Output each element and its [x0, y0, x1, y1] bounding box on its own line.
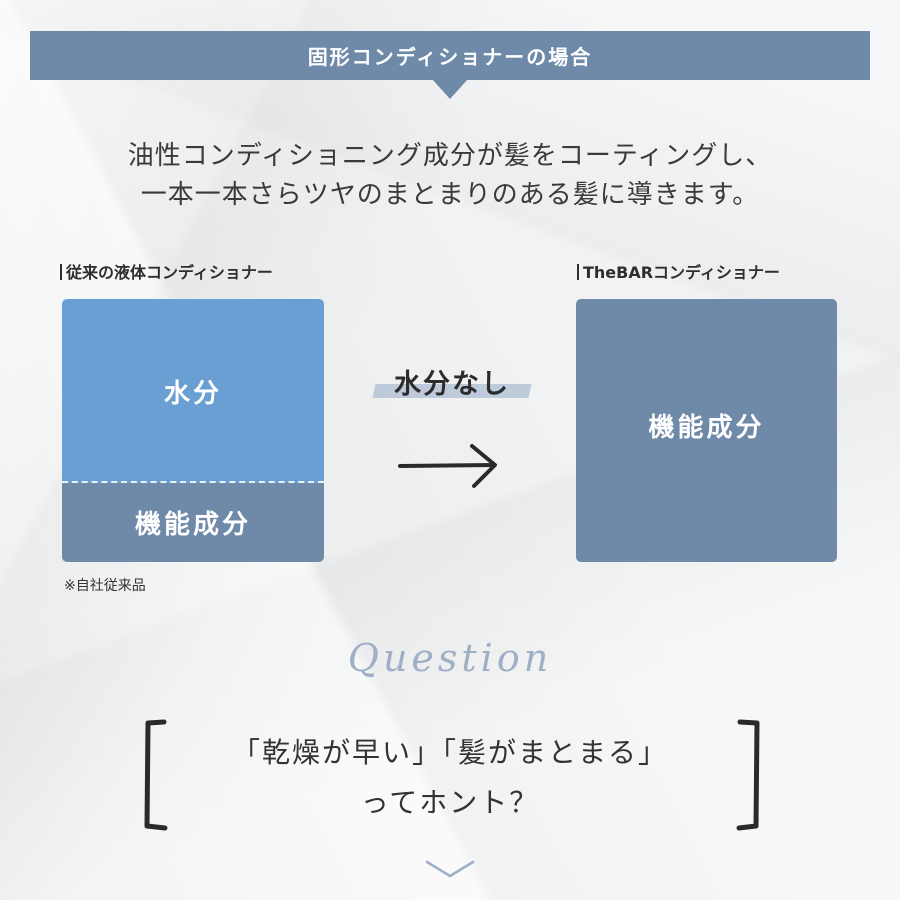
question-text: 「乾燥が早い」「髪がまとまる」 ってホント？ — [170, 728, 730, 828]
question-script: Question — [347, 636, 553, 680]
right-arrow-icon — [398, 444, 497, 488]
intro-line-1: 油性コンディショニング成分が髪をコーティングし、 — [127, 141, 773, 171]
no-water-text: 水分なし — [394, 369, 510, 400]
right-column-label-text: TheBARコンディショナー — [583, 263, 780, 282]
left-column-label-text: 従来の液体コンディショナー — [66, 263, 273, 282]
banner-pointer-icon — [432, 79, 468, 99]
no-water-label: 水分なし — [370, 362, 534, 402]
dashed-divider — [62, 481, 324, 483]
intro-line-2: 一本一本さらツヤのまとまりのある髪に導きます。 — [140, 180, 760, 210]
left-bracket-icon — [144, 719, 168, 831]
intro-text: 油性コンディショニング成分が髪をコーティングし、 一本一本さらツヤのまとまりのあ… — [0, 137, 900, 215]
header-title: 固形コンディショナーの場合 — [307, 45, 593, 69]
label-bar-icon — [60, 264, 62, 280]
water-section: 水分 — [62, 299, 324, 483]
chevron-down-icon — [425, 860, 475, 878]
right-column-label: TheBARコンディショナー — [577, 259, 780, 283]
thebar-conditioner-box: 機能成分 — [576, 299, 837, 562]
right-bracket-icon — [736, 719, 760, 831]
label-bar-icon — [577, 264, 579, 280]
question-line-1: 「乾燥が早い」「髪がまとまる」 — [231, 736, 668, 769]
footnote: ※自社従来品 — [64, 578, 146, 594]
conventional-conditioner-box: 水分 機能成分 — [62, 299, 324, 562]
water-label: 水分 — [163, 378, 222, 409]
header-banner: 固形コンディショナーの場合 — [30, 31, 870, 80]
question-line-2: ってホント？ — [360, 786, 540, 819]
left-column-label: 従来の液体コンディショナー — [60, 259, 273, 283]
functional-label-right: 機能成分 — [648, 413, 765, 443]
functional-ingredient-section: 機能成分 — [62, 483, 324, 562]
functional-label-left: 機能成分 — [134, 510, 251, 540]
